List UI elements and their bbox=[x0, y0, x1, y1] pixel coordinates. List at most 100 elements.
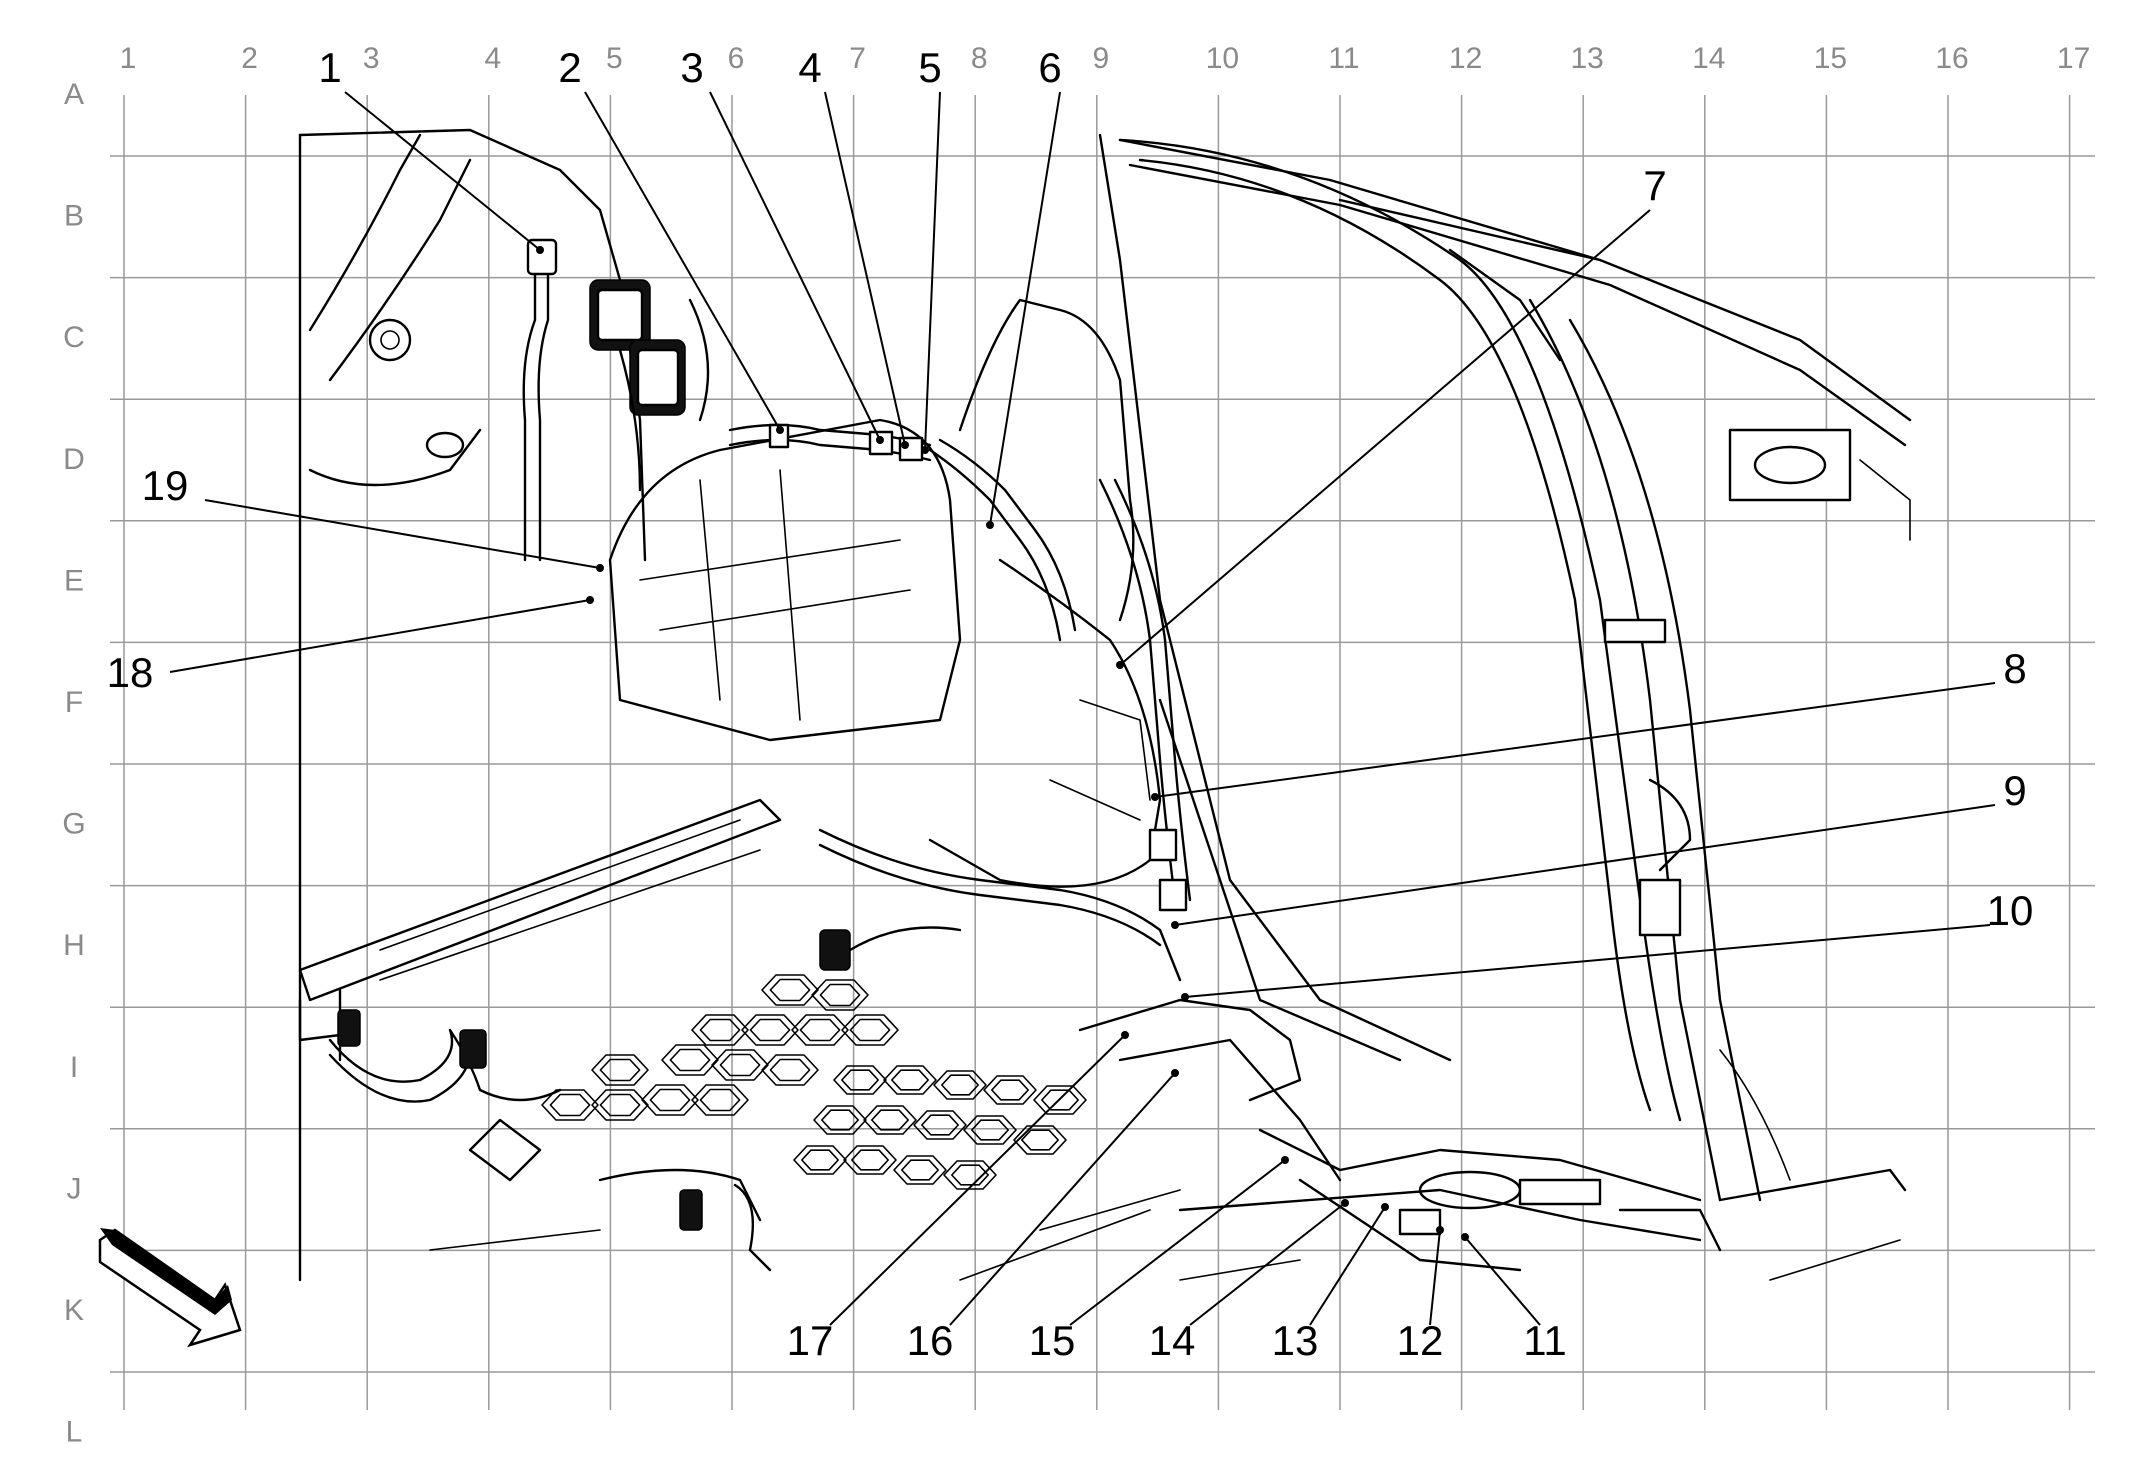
callout-leader bbox=[1464, 1236, 1541, 1326]
callout-leader bbox=[1184, 924, 1991, 998]
callout-label: 16 bbox=[907, 1317, 954, 1364]
callout-label: 15 bbox=[1029, 1317, 1076, 1364]
vehicle-body-drawing bbox=[298, 128, 1912, 1282]
floor-hex-cell bbox=[893, 1155, 947, 1185]
floor-hex-cell bbox=[983, 1075, 1037, 1105]
floor-hex-cell bbox=[541, 1089, 599, 1121]
callout-label: 14 bbox=[1149, 1317, 1196, 1364]
column-label-15: 15 bbox=[1814, 42, 1847, 75]
floor-hex-cell bbox=[761, 1054, 819, 1086]
column-label-17: 17 bbox=[2057, 42, 2090, 75]
row-label-J: J bbox=[67, 1172, 82, 1205]
callout-point bbox=[1381, 1203, 1389, 1211]
row-label-G: G bbox=[62, 808, 85, 841]
floor-hex-cell bbox=[591, 1054, 649, 1086]
floor-hex-cell bbox=[933, 1070, 987, 1100]
callout-point bbox=[876, 436, 884, 444]
floor-hex-cell bbox=[661, 1044, 719, 1076]
floor-hex-cell bbox=[741, 1014, 799, 1046]
callout-leader bbox=[1309, 1206, 1386, 1326]
callout-label: 9 bbox=[2003, 767, 2026, 814]
callout-1: 1 bbox=[318, 44, 544, 254]
floor-hex-cell bbox=[761, 974, 819, 1006]
column-label-2: 2 bbox=[241, 42, 258, 75]
column-label-1: 1 bbox=[120, 42, 137, 75]
callout-label: 8 bbox=[2003, 645, 2026, 692]
floor-hex-inner bbox=[820, 1109, 860, 1131]
floor-hex-inner bbox=[699, 1018, 741, 1042]
floor-hex-cell bbox=[913, 1110, 967, 1140]
callout-leader bbox=[204, 499, 601, 569]
row-label-H: H bbox=[63, 929, 85, 962]
callout-point bbox=[1181, 993, 1189, 1001]
callout-leader bbox=[709, 91, 881, 441]
floor-hex-inner bbox=[970, 1119, 1010, 1141]
callout-point bbox=[1116, 661, 1124, 669]
floor-hex-inner bbox=[840, 1069, 880, 1091]
callout-label: 2 bbox=[558, 44, 581, 91]
floor-hex-inner bbox=[669, 1048, 711, 1072]
callout-point bbox=[1171, 1069, 1179, 1077]
column-label-10: 10 bbox=[1206, 42, 1239, 75]
callout-label: 13 bbox=[1272, 1317, 1319, 1364]
floor-hex-cell bbox=[691, 1084, 749, 1116]
callout-19: 19 bbox=[142, 462, 604, 572]
floor-hex-pattern-center bbox=[793, 1065, 1087, 1190]
floor-hex-inner bbox=[719, 1053, 761, 1077]
floor-hex-inner bbox=[749, 1018, 791, 1042]
column-label-16: 16 bbox=[1935, 42, 1968, 75]
floor-hex-inner bbox=[870, 1109, 910, 1131]
row-label-B: B bbox=[64, 200, 84, 233]
column-label-5: 5 bbox=[606, 42, 623, 75]
floor-hex-cell bbox=[813, 1105, 867, 1135]
callout-8: 8 bbox=[1151, 645, 2027, 801]
callout-point bbox=[1436, 1226, 1444, 1234]
floor-hex-inner bbox=[1020, 1129, 1059, 1151]
floor-hex-cell bbox=[711, 1049, 769, 1081]
callout-label: 5 bbox=[918, 44, 941, 91]
floor-hex-cell bbox=[1013, 1125, 1067, 1155]
floor-hex-cell bbox=[841, 1014, 899, 1046]
floor-hex-cell bbox=[811, 979, 869, 1011]
callout-label: 3 bbox=[680, 44, 703, 91]
floor-hex-inner bbox=[599, 1093, 641, 1117]
floor-hex-inner bbox=[549, 1093, 591, 1117]
column-label-11: 11 bbox=[1328, 42, 1359, 75]
floor-hex-inner bbox=[769, 978, 811, 1002]
callout-leader bbox=[989, 91, 1061, 526]
floor-hex-cell bbox=[943, 1160, 997, 1190]
callout-label: 7 bbox=[1643, 162, 1666, 209]
callout-leader bbox=[1069, 1159, 1286, 1326]
callout-label: 4 bbox=[798, 44, 821, 91]
callout-7: 7 bbox=[1116, 162, 1667, 669]
column-label-9: 9 bbox=[1092, 42, 1109, 75]
row-label-L: L bbox=[66, 1416, 83, 1449]
callout-13: 13 bbox=[1272, 1203, 1389, 1364]
floor-hex-inner bbox=[850, 1149, 890, 1171]
callout-leader bbox=[169, 599, 591, 673]
callout-point bbox=[586, 596, 594, 604]
floor-hex-inner bbox=[699, 1088, 741, 1112]
callout-leader bbox=[949, 1072, 1176, 1326]
callout-leader bbox=[584, 91, 781, 431]
callout-5: 5 bbox=[918, 44, 942, 454]
column-label-3: 3 bbox=[363, 42, 380, 75]
row-label-E: E bbox=[64, 564, 84, 597]
callout-point bbox=[986, 521, 994, 529]
floor-hex-cell bbox=[843, 1145, 897, 1175]
floor-hex-cell bbox=[793, 1145, 847, 1175]
floor-hex-inner bbox=[599, 1058, 641, 1082]
floor-hex-inner bbox=[649, 1088, 691, 1112]
callout-leader bbox=[924, 91, 941, 451]
floor-hex-pattern-left bbox=[541, 974, 899, 1121]
column-label-6: 6 bbox=[728, 42, 745, 75]
row-label-C: C bbox=[63, 321, 85, 354]
callout-point bbox=[1121, 1031, 1129, 1039]
callout-point bbox=[596, 564, 604, 572]
direction-arrow-icon bbox=[98, 1228, 242, 1348]
callout-label: 17 bbox=[787, 1317, 834, 1364]
row-label-I: I bbox=[70, 1051, 78, 1084]
callout-point bbox=[901, 441, 909, 449]
